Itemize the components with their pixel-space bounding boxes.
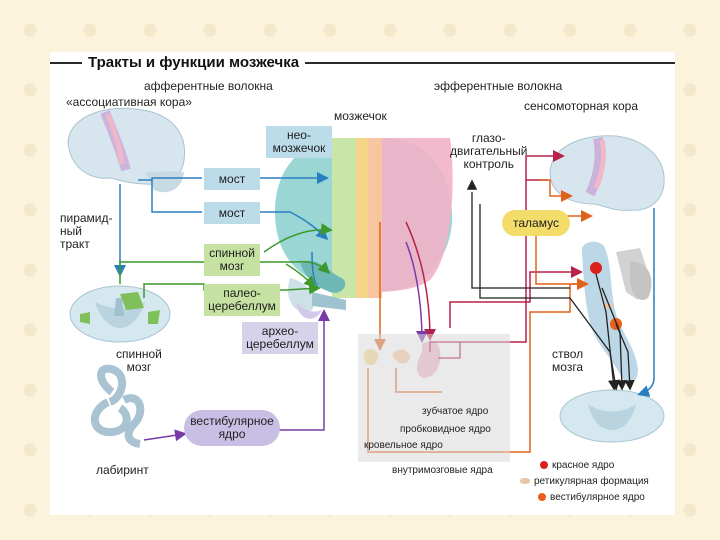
fastigial-nucleus-label: кровельное ядро: [364, 440, 443, 451]
title-bar: Тракты и функции мозжечка: [50, 52, 675, 74]
pons-box-upper: мост: [204, 168, 260, 190]
oculomotor-control-label: глазо- двигательный контроль: [450, 131, 528, 171]
diagram-panel: Тракты и функции мозжечка: [50, 52, 675, 515]
emboliform-nucleus-label: пробковидное ядро: [400, 424, 491, 435]
pyramidal-tract-label: пирамид- ный тракт: [60, 211, 113, 251]
page-title: Тракты и функции мозжечка: [82, 54, 306, 71]
pons-box-lower: мост: [204, 202, 260, 224]
left-spinal-cord-illustration: [69, 285, 171, 343]
left-brain-illustration: [67, 107, 186, 193]
red-dot-icon: [540, 461, 548, 470]
associative-cortex-label: «ассоциативная кора»: [66, 95, 192, 109]
orange-dot-icon: [538, 493, 546, 502]
sensorimotor-cortex-label: сенсомоторная кора: [524, 99, 639, 113]
brainstem-label: ствол мозга: [552, 347, 584, 374]
spinal-cord-left-label: спинной мозг: [116, 347, 162, 374]
spinal-cord-box: спинной мозг: [204, 244, 260, 276]
legend-reticular-formation: ретикулярная формация: [520, 476, 649, 487]
labyrinth-illustration: [90, 364, 145, 448]
neocerebellum-box: нео- мозжечок: [266, 126, 332, 158]
title-rule: [50, 62, 675, 64]
afferent-fibers-label: афферентные волокна: [144, 79, 273, 93]
paleocerebellum-box: палео- церебеллум: [204, 284, 280, 316]
oval-marker-icon: [520, 478, 530, 485]
labyrinth-label: лабиринт: [96, 463, 149, 477]
vestibular-nucleus-node: вестибулярное ядро: [184, 410, 280, 446]
legend-red-nucleus: красное ядро: [540, 460, 614, 471]
dentate-nucleus-label: зубчатое ядро: [422, 406, 489, 417]
thalamus-node: таламус: [502, 210, 570, 236]
legend-vestibular-nucleus: вестибулярное ядро: [538, 492, 645, 503]
brainstem-illustration: [581, 241, 652, 383]
intracerebellar-nuclei-region: [358, 334, 510, 462]
right-spinal-cord-illustration: [559, 389, 665, 443]
cerebellum-label: мозжечок: [334, 109, 387, 123]
intracerebellar-nuclei-label: внутримозговые ядра: [392, 465, 493, 476]
efferent-fibers-label: эфферентные волокна: [434, 79, 563, 93]
right-brain-illustration: [549, 135, 665, 211]
pathway-diagram: [67, 107, 665, 453]
archicerebellum-box: архео- церебеллум: [242, 322, 318, 354]
